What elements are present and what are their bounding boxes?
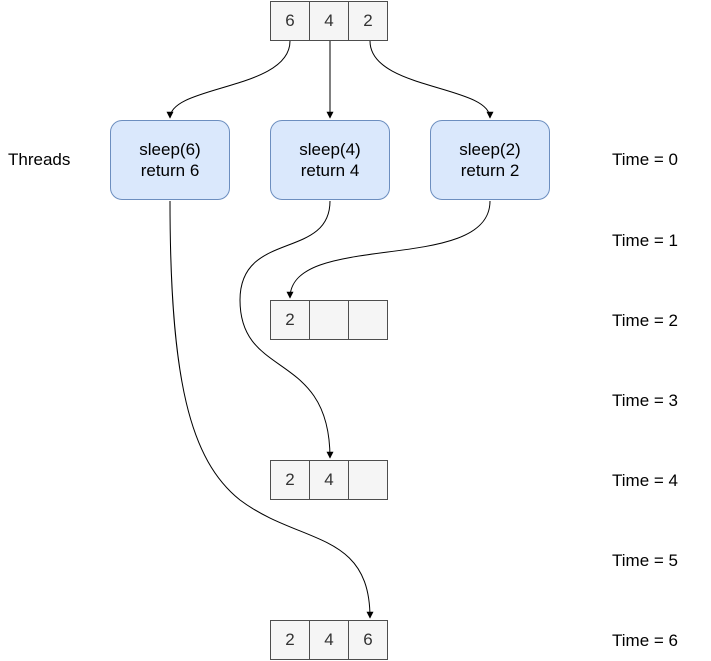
edge-2-to-sleep2 [369,40,494,119]
result-cell: 4 [309,620,349,660]
result-cell: 2 [270,620,310,660]
edge-return4-to-result [239,200,334,459]
result-array-time-2: 2 [270,300,388,340]
time-label-5: Time = 5 [612,551,678,570]
result-cell [309,300,349,340]
thread-call: sleep(6) [139,140,201,159]
thread-call: sleep(2) [459,140,521,159]
thread-sleep-2: sleep(2) return 2 [430,120,550,200]
input-cell: 6 [270,1,310,41]
time-label-0: Time = 0 [612,150,678,169]
input-array: 6 4 2 [270,1,388,41]
result-cell: 4 [309,460,349,500]
result-cell: 6 [348,620,388,660]
time-label-2: Time = 2 [612,311,678,330]
time-label-4: Time = 4 [612,471,678,490]
edge-return6-to-result [169,200,374,619]
time-label-6: Time = 6 [612,631,678,650]
result-cell: 2 [270,460,310,500]
input-cell: 2 [348,1,388,41]
time-label-3: Time = 3 [612,391,678,410]
thread-return: return 4 [300,161,360,180]
result-array-time-6: 2 4 6 [270,620,388,660]
thread-return: return 6 [140,161,200,180]
result-cell [348,460,388,500]
input-cell: 4 [309,1,349,41]
thread-return: return 2 [460,161,520,180]
threads-label: Threads [8,150,71,169]
result-array-time-4: 2 4 [270,460,388,500]
thread-sleep-4: sleep(4) return 4 [270,120,390,200]
edge-return2-to-result [286,200,491,299]
thread-sleep-6: sleep(6) return 6 [110,120,230,200]
time-label-1: Time = 1 [612,231,678,250]
edge-6-to-sleep6 [166,40,291,119]
thread-call: sleep(4) [299,140,361,159]
result-cell: 2 [270,300,310,340]
result-cell [348,300,388,340]
